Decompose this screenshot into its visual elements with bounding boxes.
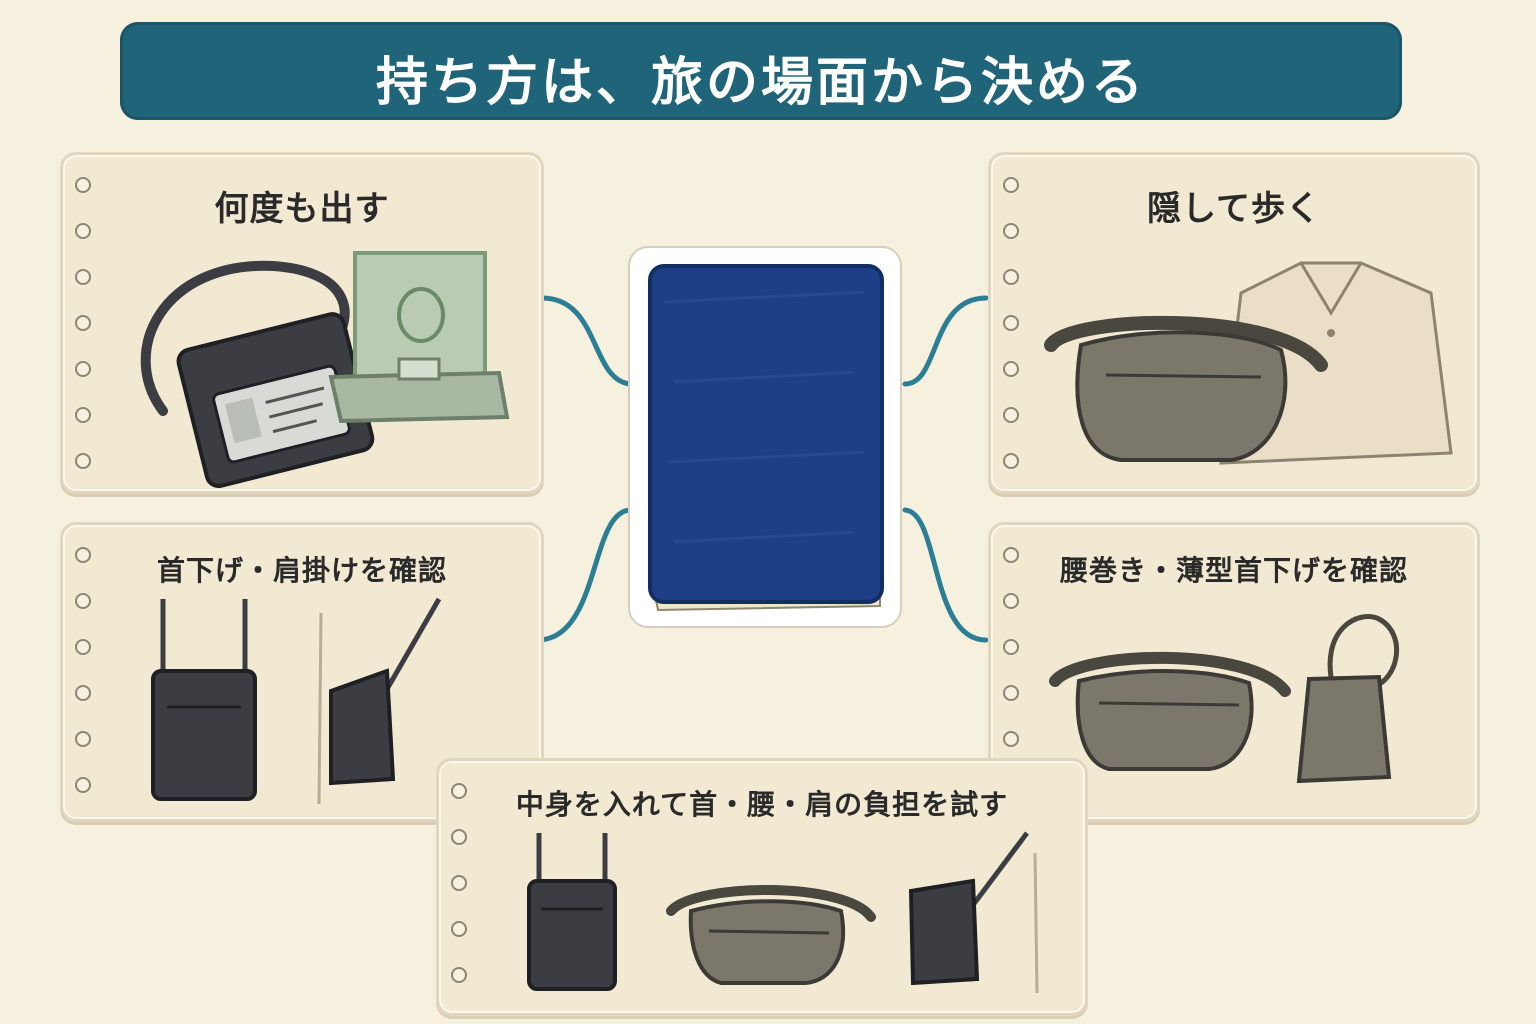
connector-top-left — [537, 295, 633, 387]
card-title-neck-shoulder: 首下げ・肩掛けを確認 — [156, 554, 447, 587]
connector-mid-right — [902, 507, 989, 643]
binder-holes — [75, 177, 95, 499]
card-title-load-test: 中身を入れて首・腰・肩の負担を試す — [515, 788, 1009, 821]
connector-mid-left — [537, 507, 633, 643]
card-show-often: 何度も出す — [60, 152, 544, 494]
binder-holes — [451, 783, 471, 1013]
card-load-test: 中身を入れて首・腰・肩の負担を試す — [436, 758, 1088, 1016]
connector-top-right — [902, 295, 989, 387]
page-title: 持ち方は、旅の場面から決める — [375, 53, 1146, 113]
binder-holes — [75, 547, 95, 823]
shoulder-pouch-icon — [908, 831, 1039, 994]
neck-pouch-id-icon — [140, 260, 375, 489]
card-hide-walk: 隠して歩く — [988, 152, 1480, 494]
binder-holes — [1003, 177, 1023, 499]
passport-frame — [628, 246, 902, 628]
neck-hang-pouch-icon — [527, 833, 617, 991]
waist-pouch-icon — [1044, 315, 1328, 462]
neck-hang-pouch-icon — [151, 599, 257, 801]
passport-icon — [648, 264, 884, 612]
card-waist-thin-neck: 腰巻き・薄型首下げを確認 — [988, 522, 1480, 822]
waist-pouch-icon — [1049, 651, 1291, 771]
card-title-hide-walk: 隠して歩く — [1147, 189, 1321, 229]
card-title-show-often: 何度も出す — [214, 189, 390, 229]
thin-neck-pouch-icon — [1296, 614, 1400, 784]
waist-pouch-icon — [666, 885, 876, 985]
card-title-waist-thin-neck: 腰巻き・薄型首下げを確認 — [1059, 554, 1408, 587]
card-neck-shoulder: 首下げ・肩掛けを確認 — [60, 522, 544, 822]
shoulder-pouch-icon — [317, 597, 442, 805]
checkin-counter-icon — [328, 251, 510, 424]
title-banner: 持ち方は、旅の場面から決める — [120, 22, 1402, 120]
